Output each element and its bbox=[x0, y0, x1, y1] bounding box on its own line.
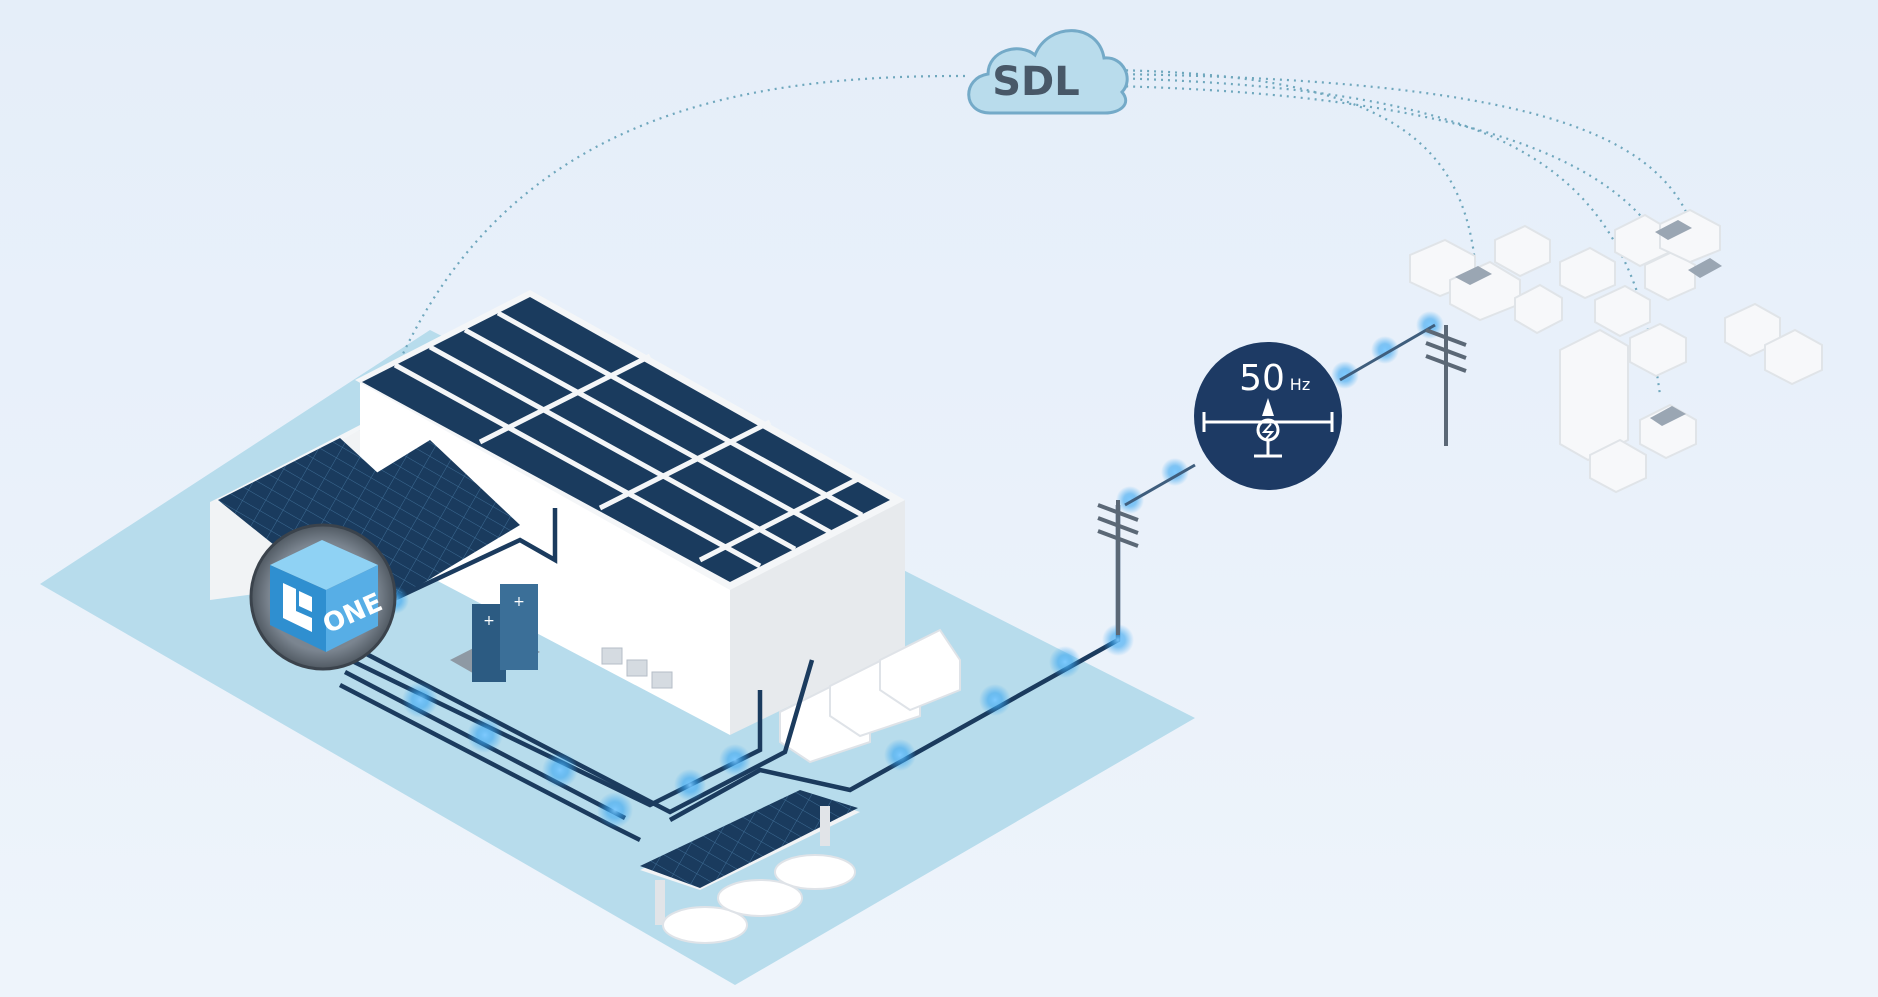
one-cube-logo-icon bbox=[270, 540, 378, 652]
overhead-lines bbox=[1124, 323, 1436, 507]
carport-cars bbox=[662, 854, 856, 944]
meters bbox=[601, 647, 673, 689]
battery-unit bbox=[500, 584, 538, 670]
grid-frequency-icon bbox=[1202, 412, 1334, 458]
grid-frequency-badge: 50 Hz bbox=[1194, 342, 1342, 490]
utility-pole-2 bbox=[1425, 325, 1467, 446]
carport bbox=[640, 790, 860, 944]
frequency-unit: Hz bbox=[1290, 375, 1310, 394]
battery-plus-icon: + bbox=[513, 594, 525, 610]
warehouse bbox=[210, 290, 905, 735]
warehouse-roof-panels bbox=[362, 297, 890, 582]
carport-panels bbox=[640, 790, 858, 888]
roof-panel-gaps bbox=[393, 310, 864, 569]
battery-plus-icon: + bbox=[483, 613, 495, 629]
cloud-link-houses-3 bbox=[1111, 84, 1666, 251]
neighborhood-houses bbox=[1409, 208, 1823, 494]
one-logo-badge: ONE bbox=[249, 523, 397, 671]
utility-pole-1 bbox=[1097, 500, 1139, 635]
cable-glow bbox=[381, 311, 1444, 828]
cloud-label: SDL bbox=[992, 59, 1080, 105]
house-roof-panels bbox=[1455, 220, 1722, 426]
sdl-cloud: SDL bbox=[967, 29, 1129, 115]
cloud-icon bbox=[967, 29, 1129, 115]
van bbox=[879, 628, 961, 712]
car bbox=[662, 906, 748, 944]
delivery-vans bbox=[779, 628, 961, 764]
cloud-link-one bbox=[343, 74, 966, 541]
cloud-links bbox=[343, 68, 1702, 541]
car bbox=[774, 854, 856, 890]
warehouse-end-wall bbox=[730, 500, 905, 735]
car bbox=[717, 879, 803, 917]
battery-storage: + + bbox=[450, 584, 540, 682]
frequency-value: 50 bbox=[1239, 358, 1285, 399]
tower-building bbox=[1559, 328, 1629, 462]
